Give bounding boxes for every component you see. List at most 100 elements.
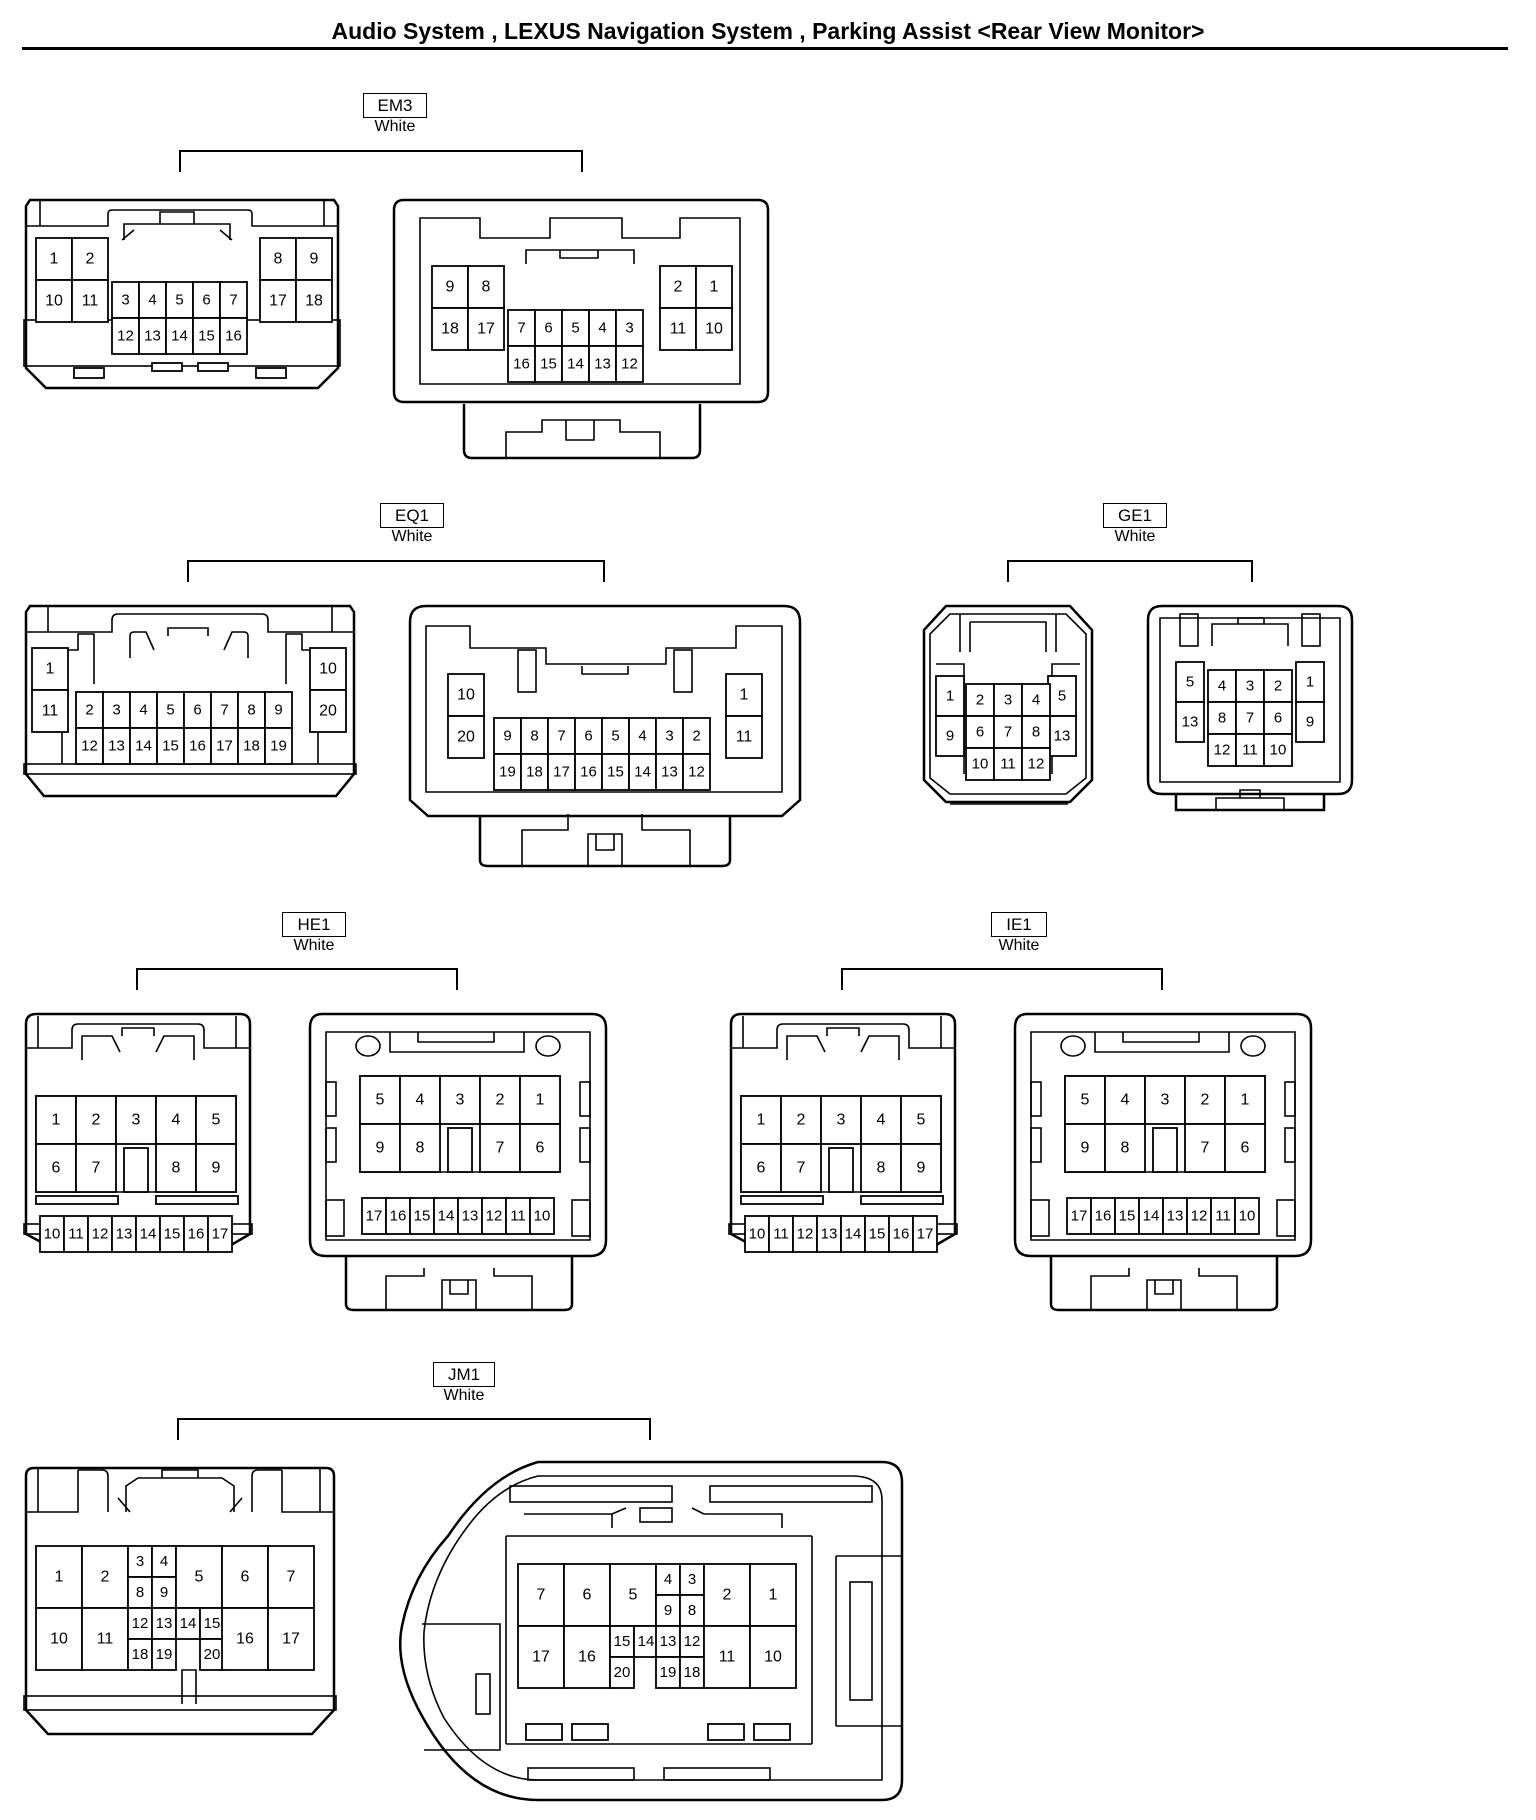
pin-cavity — [156, 727, 185, 765]
pin-cavity — [780, 1143, 822, 1193]
pin-cavity — [519, 1123, 561, 1173]
pin-number: 1 — [52, 1112, 61, 1129]
pin-number: 9 — [446, 279, 455, 296]
pin-number: 7 — [92, 1160, 101, 1177]
connector-id: GE1 — [1102, 503, 1168, 528]
pin-number: 16 — [188, 1226, 205, 1243]
connector-divider — [740, 1195, 824, 1205]
connector-key — [579, 1127, 591, 1163]
pin-cavity — [505, 1197, 531, 1235]
connector-key — [1301, 613, 1321, 647]
connector-top-bar — [1094, 1032, 1230, 1053]
connector-foot — [462, 404, 702, 460]
pin-number: 6 — [584, 728, 592, 745]
pin-number: 11 — [719, 1649, 736, 1666]
pin-cavity — [1207, 733, 1237, 767]
pin-cavity — [1263, 733, 1293, 767]
pin-number: 14 — [634, 764, 651, 781]
pin-number: 3 — [456, 1092, 465, 1109]
pin-number: 6 — [536, 1140, 545, 1157]
ge1-bracket — [1007, 560, 1253, 582]
pin-cavity — [75, 727, 104, 765]
pin-cavity — [615, 345, 644, 383]
pin-number: 8 — [482, 279, 491, 296]
connector-inner — [1159, 617, 1341, 783]
pin-number: 2 — [976, 692, 984, 709]
pin-cavity — [1210, 1197, 1236, 1235]
pin-cavity — [221, 1607, 269, 1671]
pin-number: 14 — [171, 328, 188, 345]
pin-number: 8 — [136, 1584, 144, 1601]
pin-number: 13 — [1054, 728, 1071, 745]
pin-cavity — [1175, 701, 1205, 743]
pin-number: 9 — [212, 1160, 221, 1177]
pin-cavity — [219, 281, 248, 319]
pin-number: 10 — [44, 1226, 61, 1243]
pin-number: 8 — [1032, 724, 1040, 741]
connector-tab — [571, 1723, 609, 1741]
connector-foot-detail — [385, 1268, 533, 1310]
connector-ledge — [23, 1695, 337, 1711]
connector-tab — [753, 1723, 791, 1741]
pin-number: 4 — [148, 292, 156, 309]
pin-number: 2 — [1274, 678, 1282, 695]
pin-number: 10 — [50, 1631, 68, 1648]
pin-number: 8 — [247, 702, 255, 719]
pin-cavity — [359, 1123, 401, 1173]
pin-number: 19 — [156, 1646, 173, 1663]
pin-number: 17 — [366, 1208, 383, 1225]
pin-number: 2 — [692, 728, 700, 745]
pin-cavity — [749, 1563, 797, 1627]
pin-number: 11 — [42, 703, 59, 720]
pin-number: 14 — [1143, 1208, 1160, 1225]
pin-cavity — [860, 1143, 902, 1193]
pin-number: 18 — [526, 764, 543, 781]
pin-number: 1 — [1241, 1092, 1250, 1109]
pin-number: 3 — [665, 728, 673, 745]
pin-number: 16 — [513, 356, 530, 373]
connector-divider — [155, 1195, 239, 1205]
connector-hole — [1240, 1035, 1266, 1057]
pin-number: 12 — [81, 738, 98, 755]
pin-cavity — [860, 1095, 902, 1145]
pin-number: 2 — [1201, 1092, 1210, 1109]
pin-number: 19 — [270, 738, 287, 755]
pin-number: 6 — [1241, 1140, 1250, 1157]
connector-key — [325, 1199, 345, 1237]
jm1-bracket — [177, 1418, 651, 1440]
pin-cavity — [35, 1545, 83, 1609]
title-rule — [22, 47, 1508, 50]
pin-number: 12 — [684, 1633, 701, 1650]
pin-cavity — [75, 691, 104, 729]
connector-tab — [525, 1723, 563, 1741]
pin-number: 13 — [116, 1226, 133, 1243]
connector-top-bar — [390, 1031, 524, 1043]
connector-id: EM3 — [362, 93, 428, 118]
pin-number: 9 — [310, 251, 319, 268]
pin-number: 8 — [172, 1160, 181, 1177]
pin-number: 15 — [162, 738, 179, 755]
pin-cavity — [199, 1607, 225, 1640]
connector-color: White — [998, 937, 1040, 954]
pin-number: 11 — [1000, 756, 1016, 773]
connector-key — [1179, 613, 1199, 647]
pin-number: 10 — [749, 1226, 766, 1243]
pin-number: 11 — [1215, 1208, 1231, 1225]
pin-number: 20 — [457, 729, 475, 746]
pin-number: 2 — [797, 1112, 806, 1129]
pin-number: 13 — [108, 738, 125, 755]
pin-cavity — [165, 281, 194, 319]
pin-number: 6 — [544, 320, 552, 337]
pin-number: 15 — [607, 764, 624, 781]
pin-cavity — [529, 1197, 555, 1235]
connector-side-rail — [835, 1555, 902, 1727]
pin-number: 17 — [216, 738, 233, 755]
pin-number: 10 — [764, 1649, 782, 1666]
pin-cavity — [601, 753, 630, 791]
pin-cavity — [749, 1625, 797, 1689]
connector-shell — [392, 198, 770, 404]
pin-cavity — [35, 1095, 77, 1145]
connector-shell — [24, 1466, 336, 1736]
